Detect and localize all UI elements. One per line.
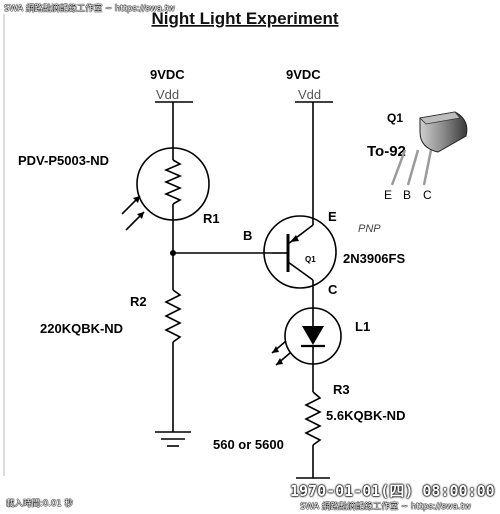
r2-ref-label: R2	[130, 294, 147, 309]
package-illustration: Q1 To-92 E B C	[367, 111, 468, 202]
watermark-bottom: SWA 網路點滴記錄工作室 ~ https://swa.tw	[300, 502, 471, 512]
package-name-label: To-92	[367, 143, 406, 160]
transistor-part-label: 2N3906FS	[343, 251, 405, 266]
transistor-ref-label: Q1	[305, 255, 316, 264]
r3-part-label: 5.6KQBK-ND	[326, 408, 405, 423]
supply-left: 9VDC Vdd	[150, 67, 193, 148]
transistor-symbol	[263, 215, 337, 302]
timestamp-overlay: 1970-01-01(四) 08:00:00	[290, 482, 495, 500]
ground-symbol	[155, 431, 191, 447]
package-pin-e: E	[384, 188, 392, 202]
resistor-r3-symbol	[296, 391, 330, 479]
r2-part-label: 220KQBK-ND	[40, 321, 123, 336]
package-ref-label: Q1	[387, 111, 403, 125]
transistor-collector-label: C	[328, 282, 338, 297]
diagram-title: Night Light Experiment	[152, 9, 339, 28]
resistor-r2-symbol	[164, 289, 182, 432]
watermark-top: SWA 網路點滴記錄工作室 ~ https://swa.tw	[4, 4, 175, 14]
supply-left-rail: Vdd	[156, 87, 179, 102]
led-ref-label: L1	[355, 319, 370, 334]
package-pin-b: B	[403, 188, 411, 202]
photoresistor-ref-label: R1	[203, 211, 220, 226]
supply-left-voltage: 9VDC	[150, 67, 185, 82]
led-symbol	[271, 302, 342, 392]
transistor-type-label: PNP	[358, 223, 381, 235]
package-pin-c: C	[423, 188, 432, 202]
photoresistor-symbol	[121, 147, 210, 231]
load-time-text: 載入時間:0.01 秒	[6, 499, 73, 509]
supply-right-voltage: 9VDC	[286, 67, 321, 82]
transistor-emitter-label: E	[328, 209, 337, 224]
photoresistor-part-label: PDV-P5003-ND	[18, 153, 109, 168]
r3-value-label: 560 or 5600	[213, 437, 284, 452]
transistor-base-label: B	[243, 228, 252, 243]
r3-ref-label: R3	[333, 382, 350, 397]
supply-right: 9VDC Vdd	[286, 67, 333, 225]
supply-right-rail: Vdd	[298, 87, 321, 102]
